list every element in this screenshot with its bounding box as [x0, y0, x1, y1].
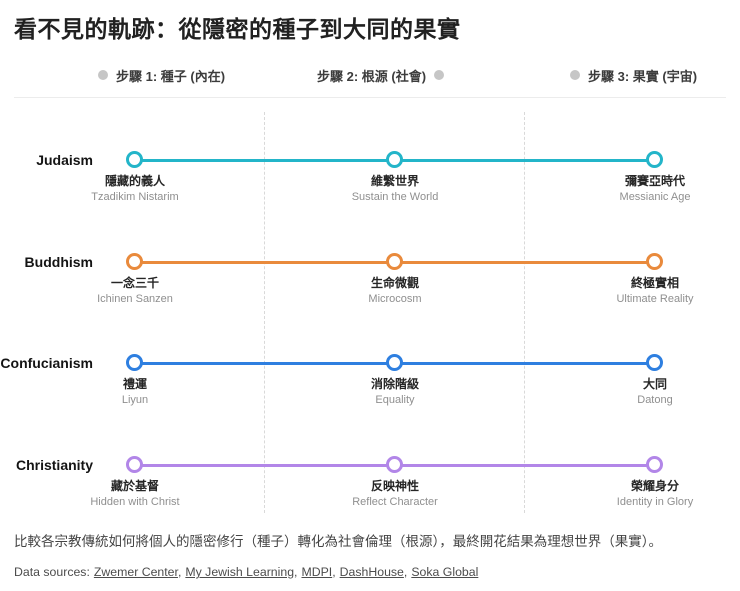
sources-separator: , [332, 565, 336, 579]
point-label-zh: 反映神性 [370, 479, 419, 493]
point-label-en: Microcosm [368, 293, 422, 306]
data-point-marker [126, 253, 143, 270]
legend-label-step3: 步驟 3: 果實 (宇宙) [588, 68, 698, 84]
data-point-marker [386, 253, 403, 270]
legend-item-step1: 步驟 1: 種子 (內在) [98, 67, 226, 84]
point-label-zh: 消除階級 [370, 377, 419, 391]
data-point-marker [126, 456, 143, 473]
point-label-zh: 隱藏的義人 [104, 174, 165, 188]
row-label-christianity: Christianity [15, 457, 93, 473]
sources-separator: , [294, 565, 298, 579]
row-label-confucianism: Confucianism [0, 355, 93, 371]
point-label-en: Ichinen Sanzen [97, 293, 173, 306]
point-label: 榮耀身分 Identity in Glory [545, 478, 740, 510]
legend-dot-icon [98, 70, 108, 80]
data-point-marker [386, 456, 403, 473]
legend-dot-icon [434, 70, 445, 80]
source-link-my-jewish-learning[interactable]: My Jewish Learning [185, 565, 295, 579]
source-link-mdpi[interactable]: MDPI [301, 565, 333, 579]
data-point-marker [646, 253, 663, 270]
point-label-zh: 藏於基督 [110, 479, 159, 493]
point-label-zh: 一念三千 [110, 276, 159, 290]
sources-prefix: Data sources: [14, 565, 90, 579]
chart-caption: 比較各宗教傳統如何將個人的隱密修行（種子）轉化為社會倫理（根源），最終開花結果為… [14, 534, 662, 549]
point-label-en: Hidden with Christ [90, 496, 180, 509]
point-label-zh: 榮耀身分 [630, 479, 679, 493]
point-label-zh: 終極實相 [630, 276, 679, 290]
point-label-en: Datong [637, 394, 673, 407]
legend-label-step2: 步驟 2: 根源 (社會) [317, 68, 427, 84]
column-gridline-1 [264, 112, 265, 513]
data-point-marker [126, 354, 143, 371]
point-label: 維繫世界 Sustain the World [285, 173, 505, 205]
point-label-en: Tzadikim Nistarim [91, 191, 179, 204]
legend-item-step2: 步驟 2: 根源 (社會) [317, 67, 445, 84]
point-label: 一念三千 Ichinen Sanzen [25, 275, 245, 307]
data-point-marker [646, 354, 663, 371]
row-label-judaism: Judaism [36, 152, 93, 168]
source-link-soka-global[interactable]: Soka Global [411, 565, 479, 579]
source-link-dashhouse[interactable]: DashHouse [339, 565, 404, 579]
point-label: 消除階級 Equality [285, 376, 505, 408]
point-label-zh: 維繫世界 [370, 174, 419, 188]
point-label: 藏於基督 Hidden with Christ [25, 478, 245, 510]
point-label: 大同 Datong [545, 376, 740, 408]
point-label-en: Equality [375, 394, 415, 407]
point-label-zh: 彌賽亞時代 [624, 174, 685, 188]
legend-item-step3: 步驟 3: 果實 (宇宙) [570, 67, 698, 84]
data-sources: Data sources:Zwemer Center,My Jewish Lea… [14, 565, 726, 579]
header-divider [14, 97, 726, 98]
page-title: 看不見的軌跡：從隱密的種子到大同的果實 [14, 16, 461, 42]
data-point-marker [126, 151, 143, 168]
point-label-en: Messianic Age [619, 191, 691, 204]
point-label: 禮運 Liyun [25, 376, 245, 408]
sources-separator: , [177, 565, 182, 579]
point-label-en: Identity in Glory [616, 496, 694, 509]
point-label-en: Reflect Character [352, 496, 438, 509]
point-label-en: Ultimate Reality [616, 293, 694, 306]
data-point-marker [386, 354, 403, 371]
point-label: 彌賽亞時代 Messianic Age [545, 173, 740, 205]
point-label: 隱藏的義人 Tzadikim Nistarim [25, 173, 245, 205]
point-label-zh: 生命微觀 [370, 276, 419, 290]
data-point-marker [646, 151, 663, 168]
data-point-marker [646, 456, 663, 473]
point-label-zh: 禮運 [122, 377, 147, 391]
data-point-marker [386, 151, 403, 168]
source-link-zwemer-center[interactable]: Zwemer Center [93, 565, 178, 579]
legend-dot-icon [570, 70, 580, 80]
point-label: 終極實相 Ultimate Reality [545, 275, 740, 307]
sources-separator: , [403, 565, 408, 579]
point-label-zh: 大同 [642, 377, 667, 391]
row-label-buddhism: Buddhism [24, 254, 93, 270]
point-label-en: Sustain the World [351, 191, 439, 204]
point-label-en: Liyun [121, 394, 149, 407]
point-label: 反映神性 Reflect Character [285, 478, 505, 510]
point-label: 生命微觀 Microcosm [285, 275, 505, 307]
legend-label-step1: 步驟 1: 種子 (內在) [116, 68, 226, 84]
column-gridline-2 [524, 112, 525, 513]
